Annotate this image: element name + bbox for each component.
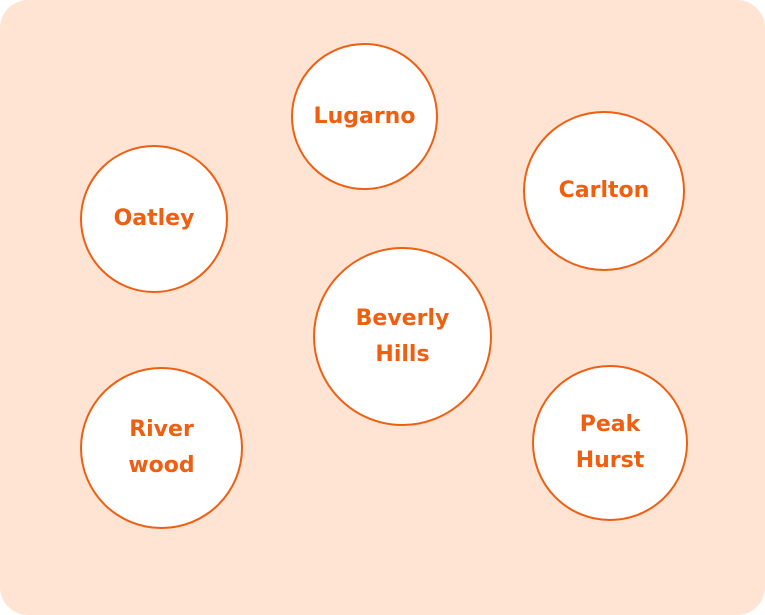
node-label: Beverly (355, 305, 450, 331)
node-label: wood (128, 453, 195, 478)
node-label: Peak (579, 412, 641, 437)
node-label: Hurst (575, 448, 645, 473)
node-riverwood: River wood (80, 367, 243, 529)
node-lugarno: Lugarno (291, 43, 438, 190)
node-oatley: Oatley (80, 145, 228, 293)
node-label: Oatley (113, 206, 195, 231)
node-label: Lugarno (313, 103, 416, 129)
node-label: Hills (375, 341, 430, 367)
node-label: Carlton (558, 178, 650, 203)
node-carlton: Carlton (523, 111, 685, 271)
node-label: River (129, 417, 194, 442)
